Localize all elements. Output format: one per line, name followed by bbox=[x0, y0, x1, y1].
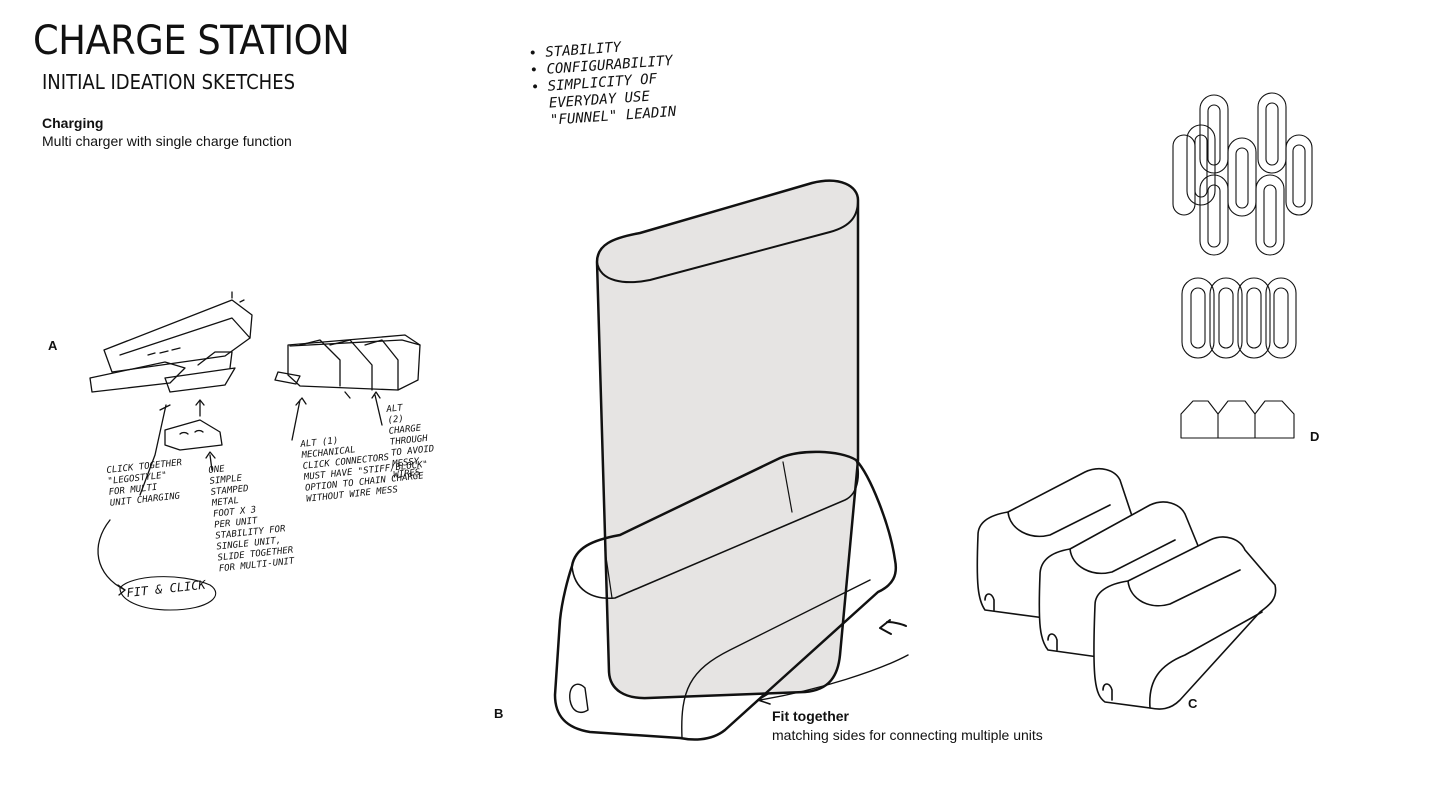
label-c: C bbox=[1188, 696, 1198, 711]
sketch-a bbox=[89, 291, 421, 611]
sketch-b-charger bbox=[553, 179, 909, 741]
design-goals-notes: • STABILITY • CONFIGURABILITY • SIMPLICI… bbox=[528, 36, 677, 131]
section-description: Multi charger with single charge functio… bbox=[42, 133, 292, 149]
label-b: B bbox=[494, 706, 504, 721]
section-heading: Charging bbox=[42, 115, 104, 131]
page-title: CHARGE STATION bbox=[33, 18, 350, 64]
fit-together-heading: Fit together bbox=[772, 708, 849, 724]
fit-together-description: matching sides for connecting multiple u… bbox=[772, 727, 1043, 743]
annotation-one-simple: ONE SIMPLE STAMPED METAL FOOT X 3 PER UN… bbox=[208, 464, 295, 575]
page-subtitle: INITIAL IDEATION SKETCHES bbox=[42, 70, 296, 94]
sketch-c-units bbox=[976, 468, 1277, 710]
annotation-click-together: CLICK TOGETHER "LEGOSTYLE" FOR MULTI UNI… bbox=[106, 458, 183, 509]
sketch-d-outlines bbox=[1172, 92, 1313, 439]
label-a: A bbox=[48, 338, 58, 353]
label-d: D bbox=[1310, 429, 1320, 444]
annotation-alt2: ALT (2) CHARGE THROUGH TO AVOID MESSY WI… bbox=[386, 403, 435, 481]
